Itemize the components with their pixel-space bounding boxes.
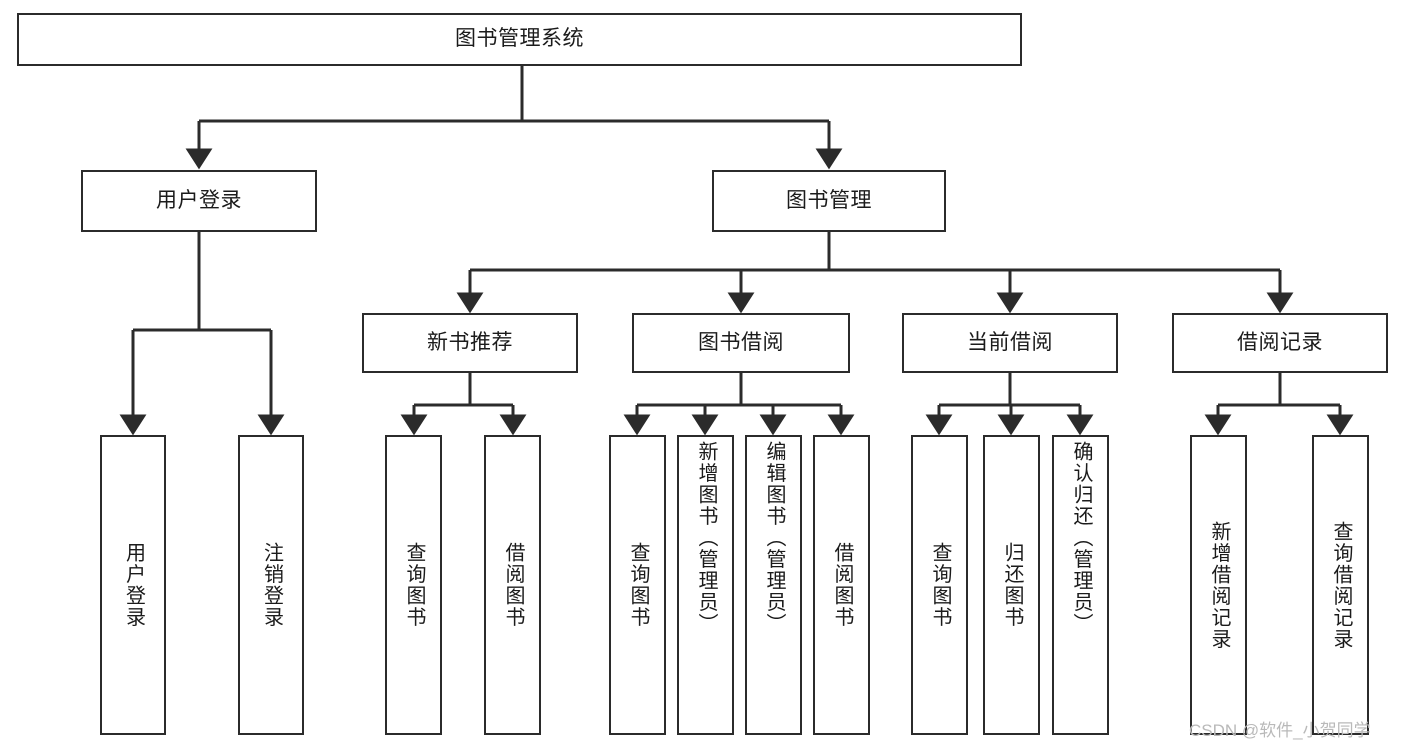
node-leaf-borrow-book[interactable]: 借阅图书	[813, 435, 870, 735]
csdn-watermark: CSDN @软件_小贺同学	[1189, 721, 1371, 740]
node-user-login[interactable]: 用户登录	[81, 170, 317, 232]
node-label: 图书管理系统	[455, 27, 584, 51]
node-label: 注销登录	[260, 542, 283, 628]
node-book-management[interactable]: 图书管理	[712, 170, 946, 232]
node-leaf-add-borrow-record[interactable]: 新增借阅记录	[1190, 435, 1247, 735]
node-new-book-recommend[interactable]: 新书推荐	[362, 313, 578, 373]
node-leaf-borrow-book-recommend[interactable]: 借阅图书	[484, 435, 541, 735]
node-label: 图书借阅	[698, 330, 784, 354]
node-leaf-query-book-recommend[interactable]: 查询图书	[385, 435, 442, 735]
node-label: 查询图书	[929, 542, 951, 628]
node-leaf-query-book-borrow[interactable]: 查询图书	[609, 435, 666, 735]
node-leaf-return-book[interactable]: 归还图书	[983, 435, 1040, 735]
node-label: 新增借阅记录	[1208, 520, 1230, 650]
node-label: 图书管理	[786, 188, 872, 212]
node-label: 当前借阅	[967, 330, 1053, 354]
node-label: 查询借阅记录	[1330, 520, 1352, 650]
node-leaf-confirm-return-admin[interactable]: 确认归还（管理员）	[1052, 435, 1109, 735]
node-label: 归还图书	[1001, 542, 1023, 628]
node-book-borrow[interactable]: 图书借阅	[632, 313, 850, 373]
node-borrow-record[interactable]: 借阅记录	[1172, 313, 1388, 373]
node-leaf-logout-login[interactable]: 注销登录	[238, 435, 304, 735]
node-current-borrow[interactable]: 当前借阅	[902, 313, 1118, 373]
node-leaf-add-book-admin[interactable]: 新增图书（管理员）	[677, 435, 734, 735]
node-label: 新书推荐	[427, 330, 513, 354]
node-label: 编辑图书（管理员）	[763, 441, 785, 635]
node-label: 借阅记录	[1237, 330, 1323, 354]
node-label: 借阅图书	[502, 542, 524, 628]
node-leaf-edit-book-admin[interactable]: 编辑图书（管理员）	[745, 435, 802, 735]
node-leaf-query-book-current[interactable]: 查询图书	[911, 435, 968, 735]
node-leaf-user-login[interactable]: 用户登录	[100, 435, 166, 735]
node-label: 查询图书	[627, 542, 649, 628]
node-label: 用户登录	[122, 542, 145, 628]
node-book-management-system[interactable]: 图书管理系统	[17, 13, 1022, 66]
node-label: 借阅图书	[831, 542, 853, 628]
node-label: 确认归还（管理员）	[1070, 441, 1092, 635]
node-label: 查询图书	[403, 542, 425, 628]
node-leaf-query-borrow-record[interactable]: 查询借阅记录	[1312, 435, 1369, 735]
node-label: 新增图书（管理员）	[695, 441, 717, 635]
node-label: 用户登录	[156, 188, 242, 212]
